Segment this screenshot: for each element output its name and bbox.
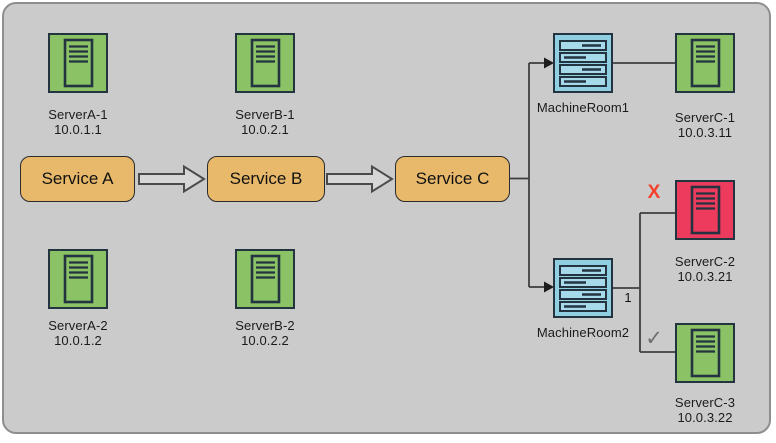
server-ip: 10.0.3.21 xyxy=(677,269,733,284)
server-ip: 10.0.2.1 xyxy=(241,122,289,137)
service-label: Service A xyxy=(41,169,114,188)
label-serverb-1: ServerB-1 10.0.2.1 xyxy=(195,107,335,137)
diagram-background xyxy=(2,2,771,434)
server-ip: 10.0.3.11 xyxy=(677,125,733,140)
service-b-box[interactable]: Service B xyxy=(207,156,325,202)
server-name: ServerC-3 xyxy=(674,395,736,410)
service-label: Service B xyxy=(229,169,303,188)
node-machineroom-1[interactable] xyxy=(553,33,613,93)
server-icon xyxy=(235,33,295,93)
node-serverc-1[interactable] xyxy=(675,33,735,93)
server-ip: 10.0.3.22 xyxy=(677,410,733,425)
label-serverb-2: ServerB-2 10.0.2.2 xyxy=(195,318,335,348)
node-servera-2[interactable] xyxy=(48,249,108,309)
server-name: ServerB-2 xyxy=(235,318,295,333)
node-serverb-1[interactable] xyxy=(235,33,295,93)
server-ip: 10.0.2.2 xyxy=(241,333,289,348)
server-icon xyxy=(675,323,735,383)
server-name: ServerC-2 xyxy=(674,254,736,269)
node-machineroom-2[interactable] xyxy=(553,258,613,318)
branch-count-label: 1 xyxy=(624,290,632,305)
machine-room-icon xyxy=(553,258,613,318)
label-machineroom-1: MachineRoom1 xyxy=(513,100,653,115)
machine-room-icon xyxy=(553,33,613,93)
service-a-box[interactable]: Service A xyxy=(20,156,135,202)
label-machineroom-2: MachineRoom2 xyxy=(513,325,653,340)
label-servera-2: ServerA-2 10.0.1.2 xyxy=(8,318,148,348)
service-label: Service C xyxy=(415,169,490,188)
server-icon-failed xyxy=(675,180,735,240)
node-serverc-2-failed[interactable] xyxy=(675,180,735,240)
server-icon xyxy=(48,33,108,93)
server-name: ServerC-1 xyxy=(674,110,736,125)
server-name: ServerB-1 xyxy=(235,107,295,122)
server-name: ServerA-2 xyxy=(48,318,108,333)
node-serverb-2[interactable] xyxy=(235,249,295,309)
server-icon xyxy=(675,33,735,93)
label-serverc-1: ServerC-1 10.0.3.11 xyxy=(635,110,775,140)
machine-room-name: MachineRoom2 xyxy=(536,325,630,340)
server-ip: 10.0.1.1 xyxy=(54,122,102,137)
ok-check-mark: ✓ xyxy=(645,327,663,350)
server-name: ServerA-1 xyxy=(48,107,108,122)
label-serverc-2: ServerC-2 10.0.3.21 xyxy=(635,254,775,284)
server-icon xyxy=(235,249,295,309)
server-icon xyxy=(48,249,108,309)
machine-room-name: MachineRoom1 xyxy=(536,100,630,115)
service-c-box[interactable]: Service C xyxy=(395,156,510,202)
label-servera-1: ServerA-1 10.0.1.1 xyxy=(8,107,148,137)
server-ip: 10.0.1.2 xyxy=(54,333,102,348)
node-servera-1[interactable] xyxy=(48,33,108,93)
node-serverc-3[interactable] xyxy=(675,323,735,383)
label-serverc-3: ServerC-3 10.0.3.22 xyxy=(635,395,775,425)
fail-mark-x: X xyxy=(647,182,661,203)
